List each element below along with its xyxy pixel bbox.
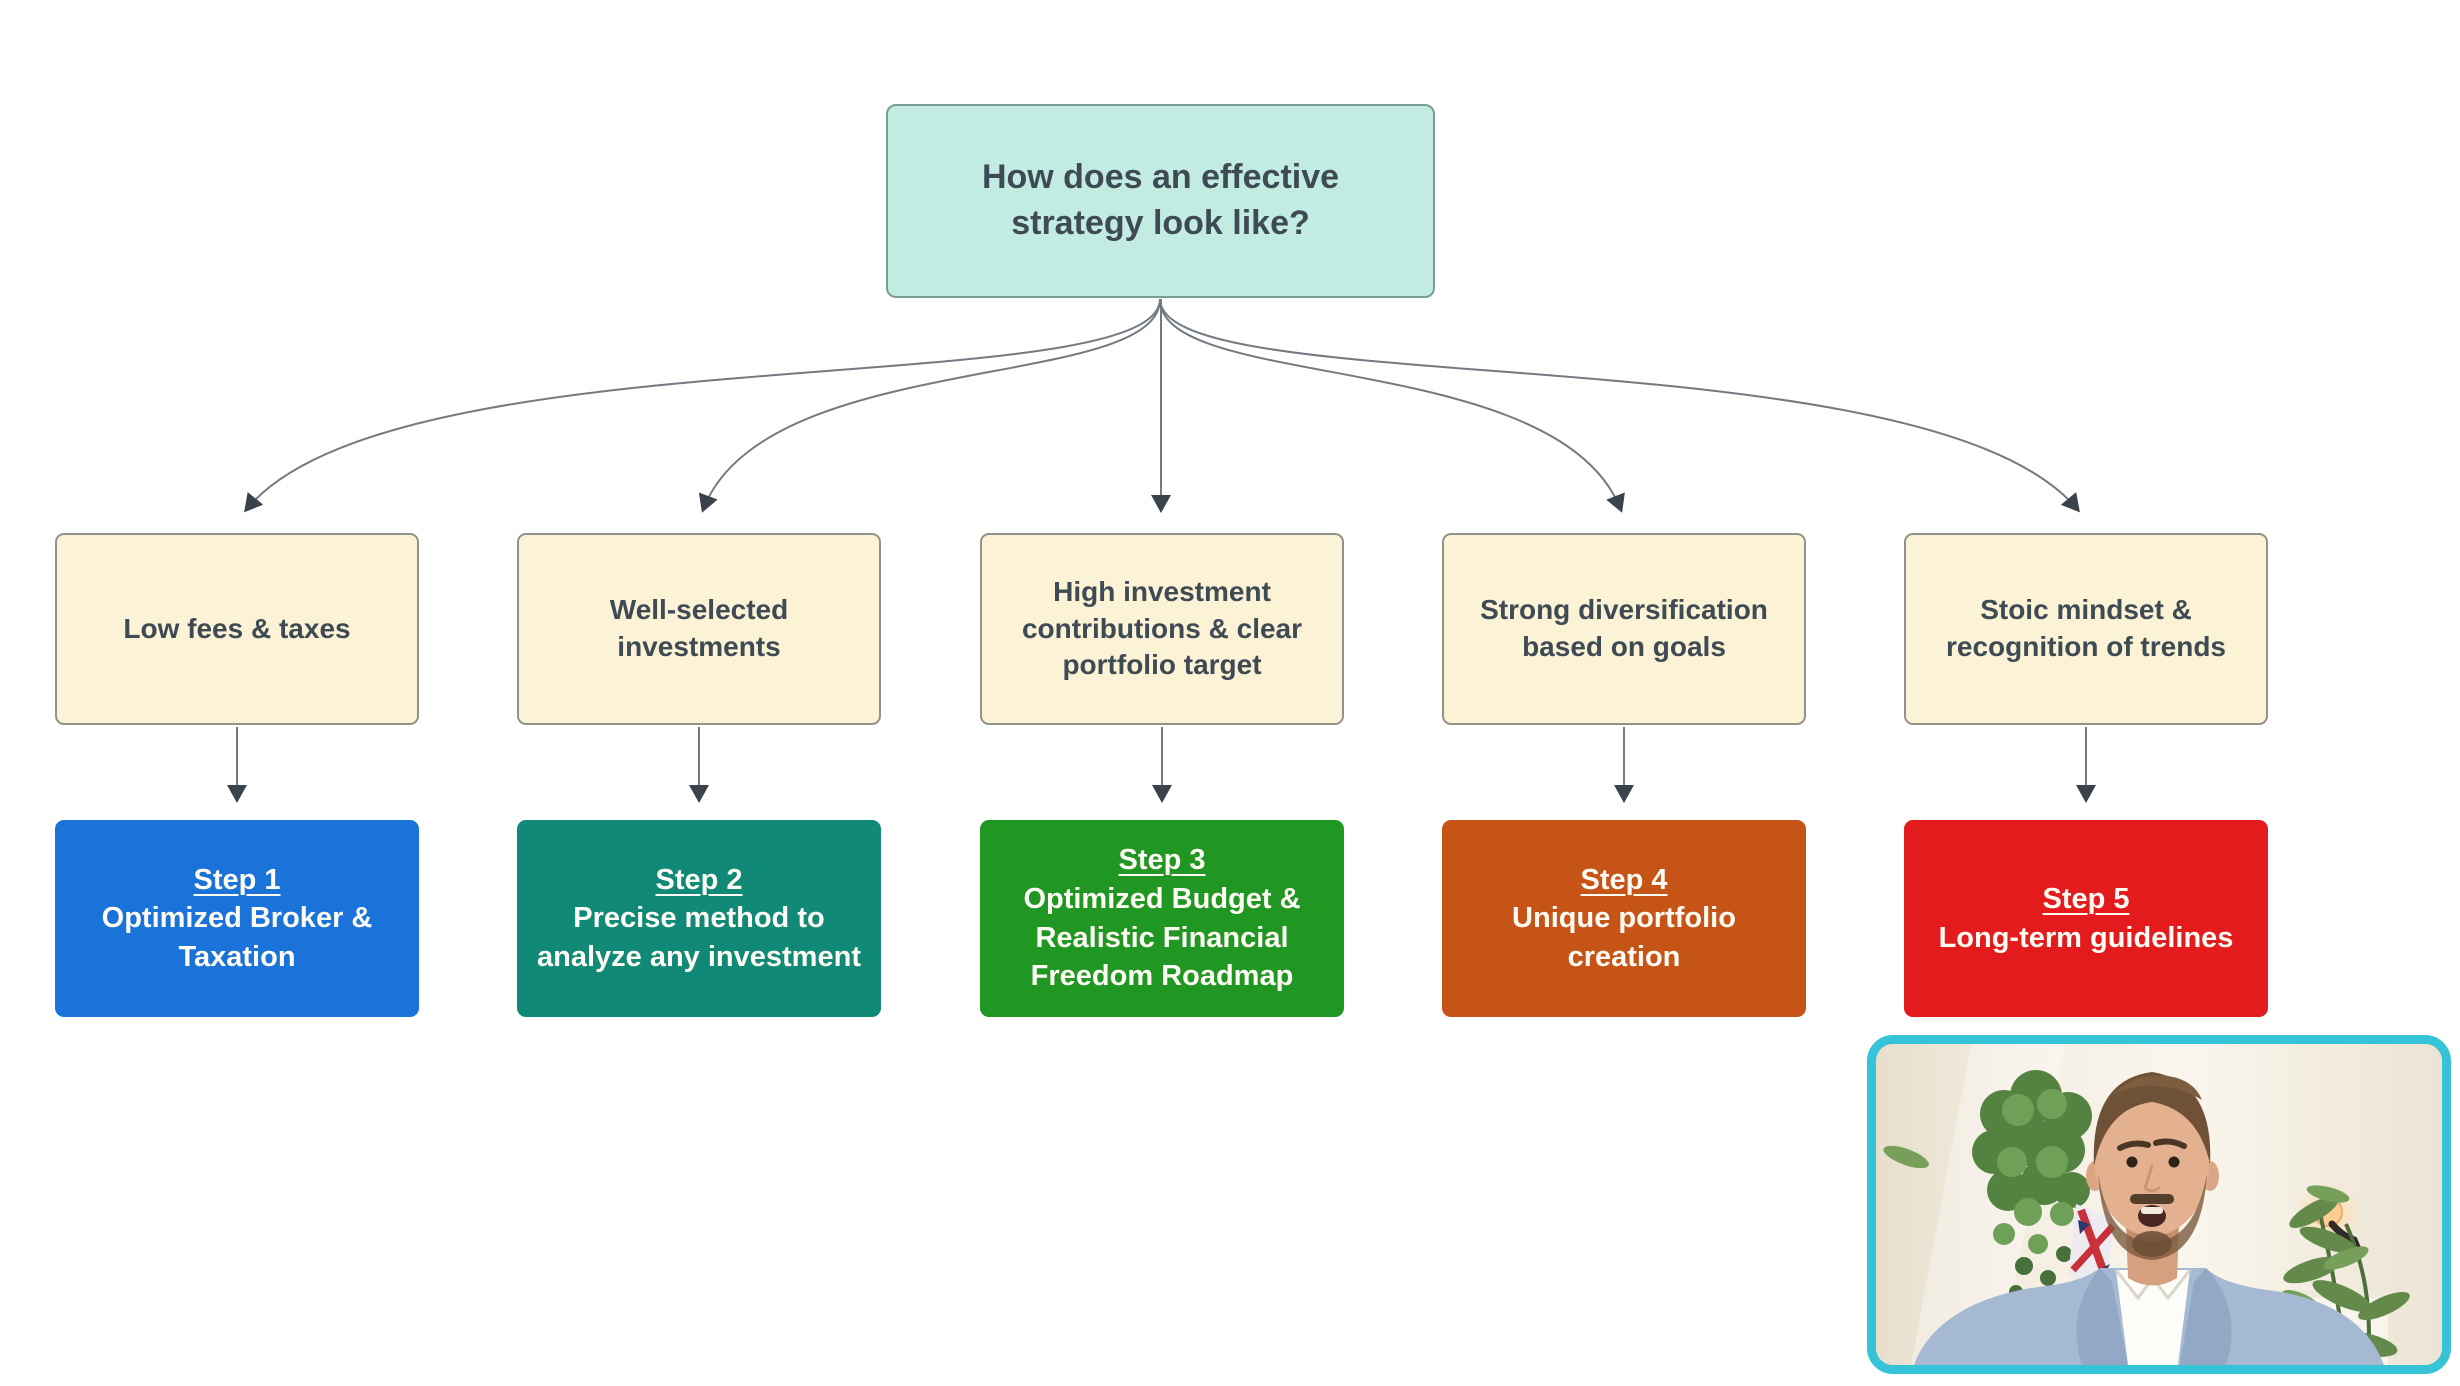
branch-box-stoic-mindset: Stoic mindset & recognition of trends (1904, 533, 2268, 725)
branch-label: Stoic mindset & recognition of trends (1946, 594, 2226, 662)
branch-label: High investment contributions & clear po… (1021, 575, 1303, 681)
plant-left (1972, 1070, 2092, 1299)
step-box-2: Step 2 Precise method to analyze any inv… (517, 820, 881, 1017)
presenter (1914, 1072, 2384, 1365)
step-title: Step 5 (2042, 882, 2130, 915)
step-label: Optimized Broker & Taxation (101, 902, 373, 973)
webcam-video-overlay (1867, 1035, 2451, 1374)
step-title: Step 1 (193, 863, 281, 896)
root-question-box: How does an effective strategy look like… (886, 104, 1435, 298)
branch-label: Low fees & taxes (123, 612, 351, 644)
step-box-4: Step 4 Unique portfolio creation (1442, 820, 1806, 1017)
step-title: Step 2 (655, 863, 743, 896)
branch-label: Strong diversification based on goals (1480, 594, 1768, 662)
step-label: Long-term guidelines (1938, 921, 2234, 954)
branch-box-low-fees: Low fees & taxes (55, 533, 419, 725)
step-box-1: Step 1 Optimized Broker & Taxation (55, 820, 419, 1017)
connector-root-branch2 (698, 298, 1161, 513)
step-box-3: Step 3 Optimized Budget & Realistic Fina… (980, 820, 1344, 1017)
step-label: Optimized Budget & Realistic Financial F… (1023, 882, 1301, 993)
branch-box-well-selected: Well-selected investments (517, 533, 881, 725)
step-title: Step 4 (1580, 863, 1668, 896)
presenter-video-frame (1876, 1044, 2442, 1365)
branch-box-high-contributions: High investment contributions & clear po… (980, 533, 1344, 725)
branch-box-diversification: Strong diversification based on goals (1442, 533, 1806, 725)
connector-root-branch4 (1159, 298, 1625, 513)
step-box-5: Step 5 Long-term guidelines (1904, 820, 2268, 1017)
root-question-label: How does an effective strategy look like… (981, 158, 1340, 242)
step-label: Unique portfolio creation (1512, 902, 1736, 973)
connector-root-branch5 (1159, 298, 2080, 513)
step-label: Precise method to analyze any investment (537, 902, 861, 973)
connector-root-branch1 (244, 298, 1161, 513)
step-title: Step 3 (1118, 844, 1206, 877)
branch-label: Well-selected investments (609, 594, 789, 662)
